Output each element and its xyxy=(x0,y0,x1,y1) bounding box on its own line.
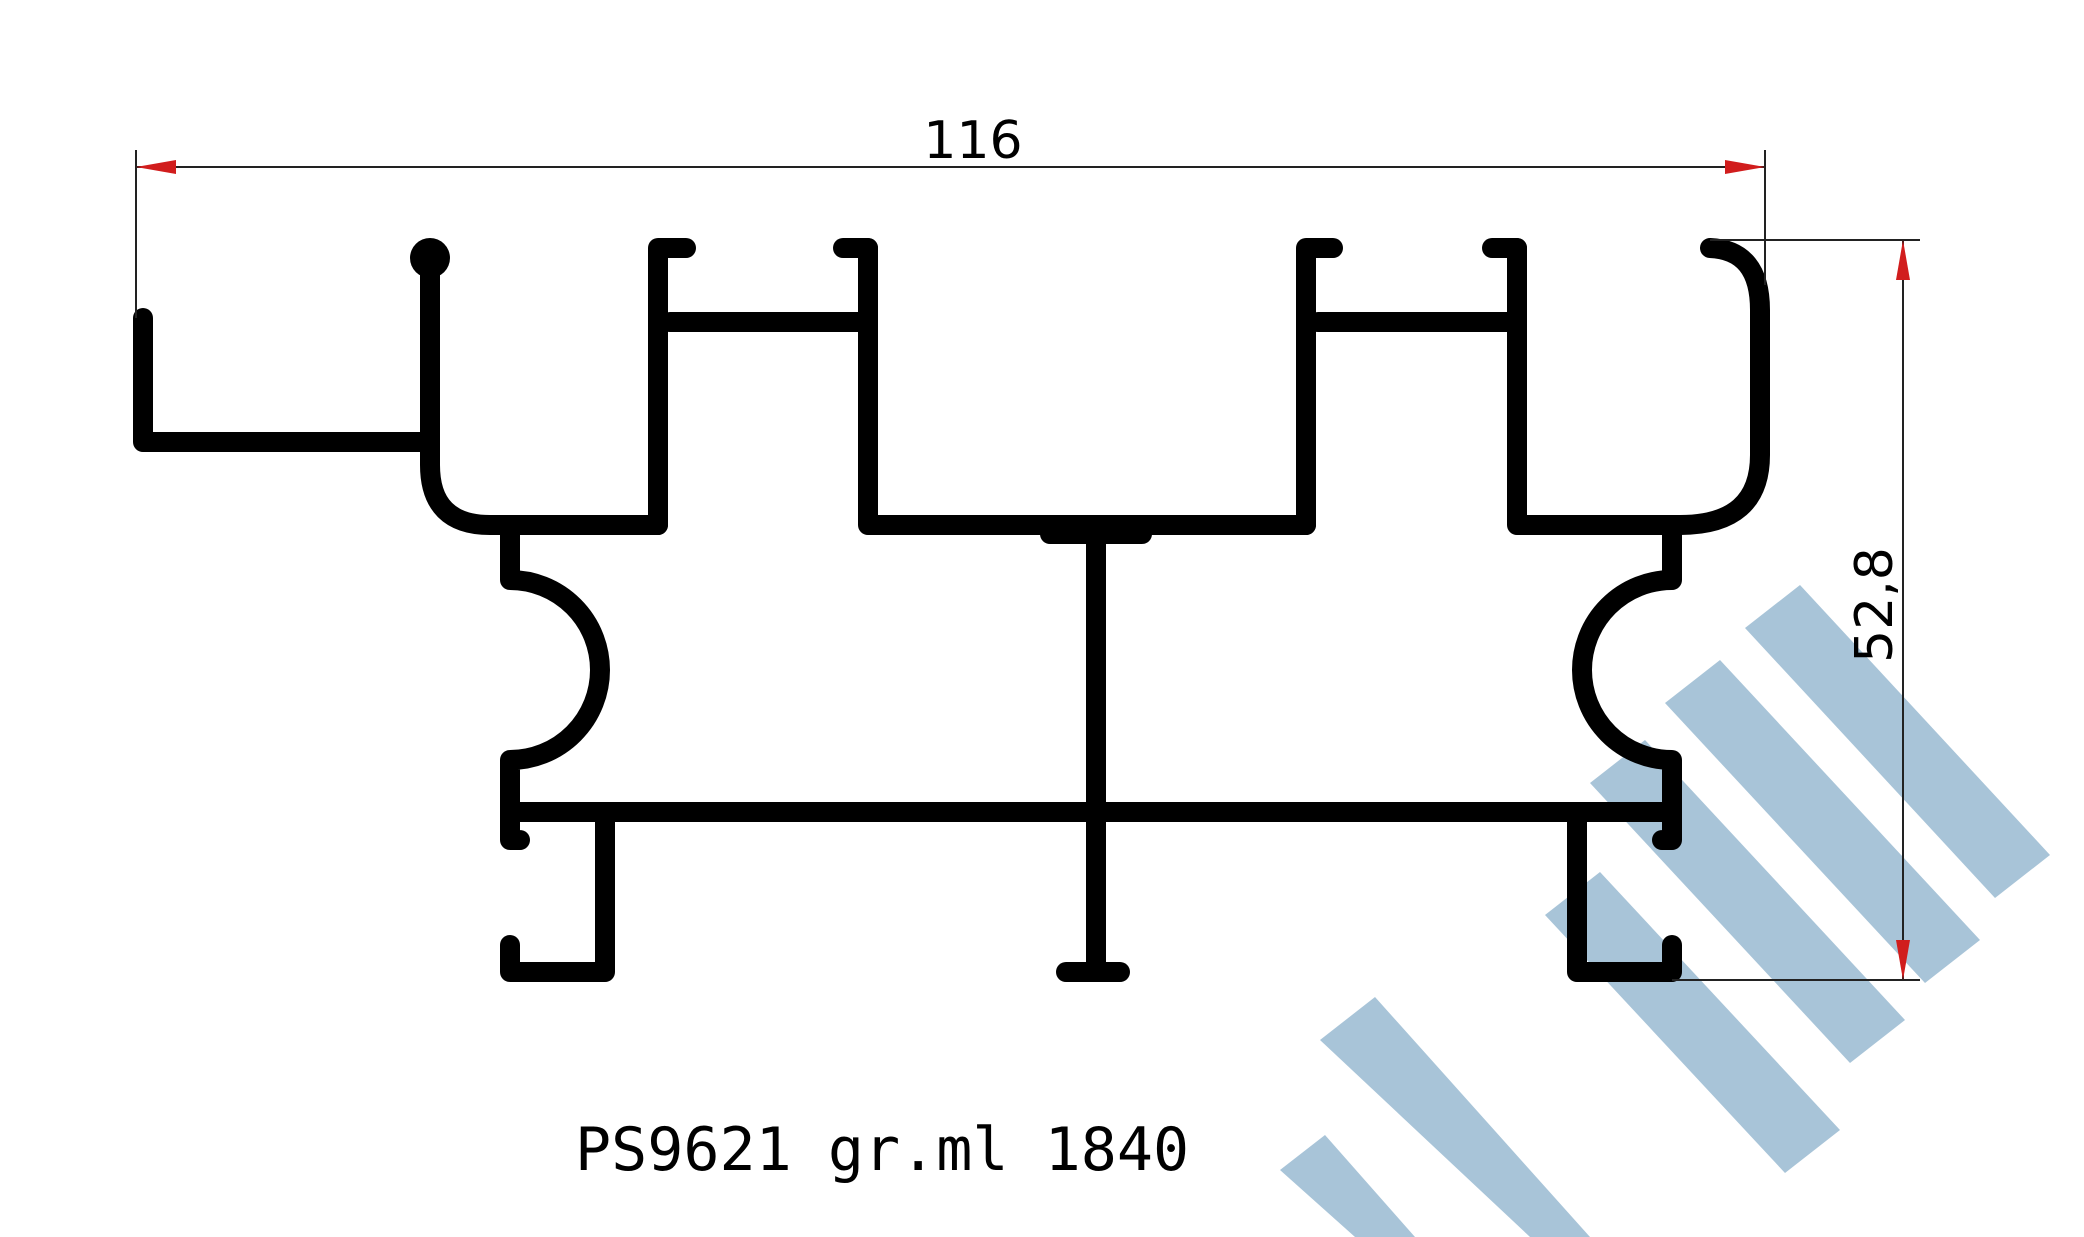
watermark-stripe xyxy=(1280,1135,1415,1237)
profile-caption: PS9621 gr.ml 1840 xyxy=(575,1115,1189,1185)
watermark-stripe xyxy=(1665,660,1980,983)
height-arrow-top xyxy=(1896,240,1910,280)
left-knob xyxy=(410,238,450,278)
left-channel-inner-wall xyxy=(858,238,1316,535)
left-lower-hook xyxy=(500,802,530,850)
width-arrow-left xyxy=(136,160,176,174)
watermark-stripe xyxy=(1320,997,1590,1237)
watermark-stripe xyxy=(1545,872,1840,1173)
left-knob-post xyxy=(420,255,668,535)
height-dimension-label: 52,8 xyxy=(1845,547,1905,663)
right-channel-inner-wall xyxy=(1507,238,1770,535)
width-arrow-right xyxy=(1725,160,1765,174)
width-dimension-label: 116 xyxy=(923,111,1022,171)
left-flange xyxy=(133,308,440,452)
right-lower-hook xyxy=(1652,802,1682,850)
profile-section xyxy=(133,238,1770,982)
height-dimension: 52,8 xyxy=(1672,239,1920,981)
watermark-stripe xyxy=(1745,585,2050,898)
left-chamber-wall xyxy=(500,525,1682,822)
left-leg xyxy=(500,802,615,982)
width-dimension: 116 xyxy=(135,111,1766,318)
right-leg xyxy=(1567,802,1682,982)
watermark-logo xyxy=(1280,585,2050,1237)
right-chamber-wall xyxy=(1572,525,1682,822)
height-arrow-bottom xyxy=(1896,940,1910,980)
left-channel-outer-wall xyxy=(648,238,696,535)
right-channel-outer-wall xyxy=(1296,238,1343,535)
